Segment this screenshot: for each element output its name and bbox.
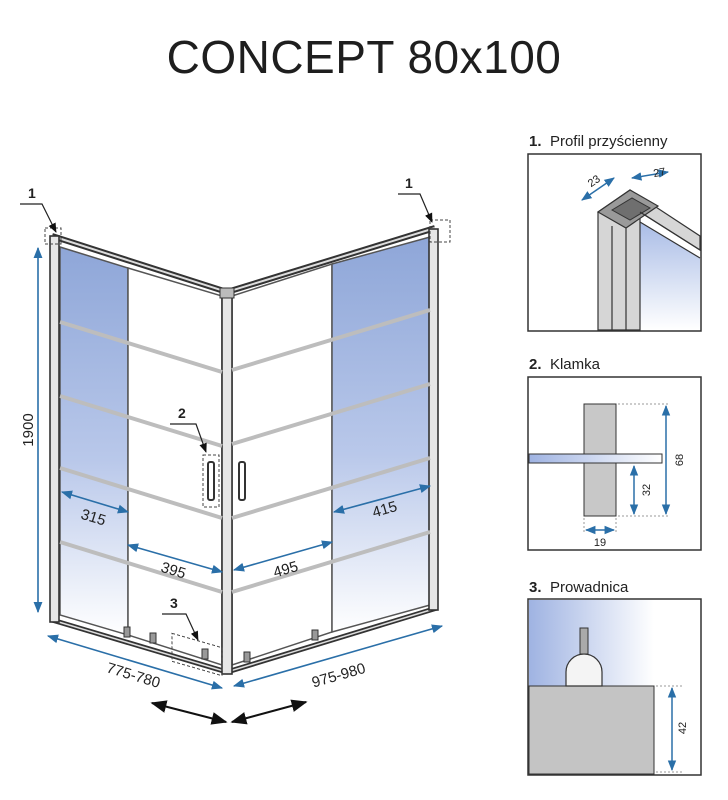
dimension-lines — [33, 246, 444, 690]
detail-1-dim-a: 23 — [586, 173, 603, 190]
callout-label-3: 3 — [170, 595, 178, 611]
callout-label-2: 2 — [178, 405, 186, 421]
detail-2-caption: 2. Klamka — [529, 356, 601, 373]
detail-3-dim-height: 42 — [677, 722, 689, 734]
left-wall-profile — [49, 235, 60, 623]
detail-1-number: 1. — [529, 133, 542, 150]
right-door-handle — [238, 461, 246, 501]
detail-3-number: 3. — [529, 579, 542, 596]
left-door-handle — [207, 461, 215, 501]
detail-1-label: Profil przyścienny — [550, 133, 668, 150]
shower-enclosure — [44, 219, 451, 677]
detail-2-dim-offset: 32 — [641, 484, 653, 496]
callout-label-1a: 1 — [28, 185, 36, 201]
detail-2-dim-height: 68 — [674, 454, 686, 466]
page-title: CONCEPT 80x100 — [166, 31, 562, 83]
callout-label-1b: 1 — [405, 175, 413, 191]
dim-width-right: 975-980 — [310, 660, 368, 692]
right-fixed-glass — [331, 236, 431, 633]
detail-2-label: Klamka — [550, 356, 601, 373]
right-door-glass — [231, 262, 333, 667]
detail-2-number: 2. — [529, 356, 542, 373]
detail-1-caption: 1. Profil przyścienny — [529, 133, 668, 150]
detail-2-dim-width: 19 — [594, 537, 606, 549]
right-glass-stripes — [231, 308, 431, 594]
callout-leaders — [20, 193, 433, 641]
dim-right-door: 495 — [271, 558, 300, 581]
callout-box-2 — [202, 454, 220, 508]
callout-box-1-right — [429, 219, 451, 243]
detail-2-handle — [527, 376, 702, 551]
adjustment-arrows — [150, 699, 308, 725]
right-wall-profile — [428, 228, 439, 611]
detail-3-guide — [527, 598, 702, 776]
dim-left-panel: 315 — [79, 506, 108, 530]
dim-right-panel: 415 — [370, 498, 399, 521]
detail-1-wall-profile — [527, 153, 702, 332]
corner-post — [221, 289, 233, 675]
dim-left-door: 395 — [159, 559, 188, 583]
detail-3-label: Prowadnica — [550, 579, 629, 596]
dim-width-left: 775-780 — [105, 660, 163, 692]
detail-3-caption: 3. Prowadnica — [529, 579, 629, 596]
dim-height: 1900 — [20, 413, 37, 446]
left-fixed-glass — [59, 245, 129, 637]
detail-1-dim-b: 27 — [652, 166, 666, 180]
